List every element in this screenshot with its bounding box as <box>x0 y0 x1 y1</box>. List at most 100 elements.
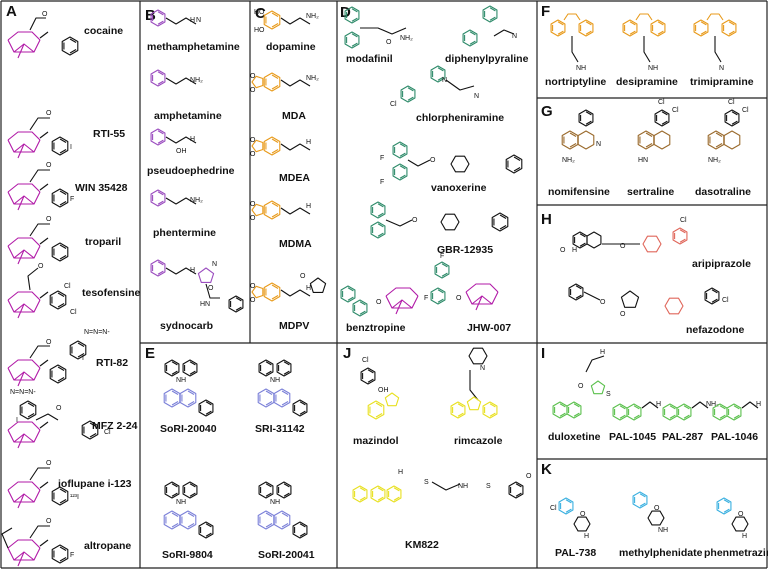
svg-text:O: O <box>620 243 626 250</box>
svg-text:O: O <box>412 217 418 224</box>
svg-text:Cl: Cl <box>64 283 71 290</box>
molecule-d-diphenylpyraline: N <box>493 29 517 40</box>
svg-text:NH: NH <box>458 483 468 490</box>
svg-text:Cl: Cl <box>722 297 729 304</box>
svg-text:NH₂: NH₂ <box>708 157 721 164</box>
svg-text:O: O <box>250 151 256 158</box>
svg-text:O: O <box>738 511 744 518</box>
molecule-f-0: NH <box>550 13 594 72</box>
svg-text:Cl: Cl <box>104 429 111 436</box>
label-sori-9804: SoRI-9804 <box>162 549 213 561</box>
panel-letter-a: A <box>6 3 17 20</box>
label-mdea: MDEA <box>279 172 310 184</box>
svg-text:Cl: Cl <box>742 107 749 114</box>
label-modafinil: modafinil <box>346 53 393 65</box>
molecule-c-3: OO H <box>250 200 311 222</box>
svg-text:H: H <box>584 533 589 540</box>
svg-text:N: N <box>512 33 517 40</box>
label-desipramine: desipramine <box>616 76 678 88</box>
svg-text:O: O <box>300 273 306 280</box>
svg-text:H: H <box>600 349 605 356</box>
label-mfz-2-24: MFZ 2-24 <box>92 420 138 432</box>
label-benztropine: benztropine <box>346 322 406 334</box>
molecule-b-3: NH₂ <box>150 189 203 207</box>
molecule-e-2: NH <box>163 481 214 539</box>
molecule-a-1: OI <box>7 110 72 159</box>
label-nortriptyline: nortriptyline <box>545 76 607 88</box>
panel-letter-g: G <box>541 103 553 120</box>
panel-letter-h: H <box>541 211 552 228</box>
molecule-i-pal-2: H <box>712 401 761 421</box>
svg-text:Cl: Cl <box>390 101 397 108</box>
label-vanoxerine: vanoxerine <box>431 182 487 194</box>
label-win-35428: WIN 35428 <box>75 182 128 194</box>
svg-text:O: O <box>250 201 256 208</box>
label-tesofensine: tesofensine <box>82 287 141 299</box>
svg-text:I: I <box>70 144 72 151</box>
label-aripiprazole: aripiprazole <box>692 258 751 270</box>
molecule-k-1: ONH <box>632 491 668 534</box>
label-cocaine: cocaine <box>84 25 124 37</box>
svg-text:O: O <box>578 383 584 390</box>
svg-text:O: O <box>654 505 660 512</box>
panel-letter-c: C <box>255 5 266 22</box>
svg-text:HN: HN <box>200 301 210 308</box>
svg-text:F: F <box>70 552 74 559</box>
label-chlorpheniramine: chlorpheniramine <box>416 112 505 124</box>
label-pal-738: PAL-738 <box>555 547 597 559</box>
panel-letter-k: K <box>541 461 552 478</box>
svg-text:F: F <box>440 253 444 260</box>
label-mdpv: MDPV <box>279 320 310 332</box>
svg-text:N=N=N-: N=N=N- <box>84 329 110 336</box>
molecule-f-2: N <box>693 13 737 72</box>
svg-text:N: N <box>596 141 601 148</box>
panel-letter-i: I <box>541 345 546 362</box>
svg-text:HO: HO <box>254 27 265 34</box>
svg-text:I: I <box>82 355 84 362</box>
svg-text:H: H <box>306 203 311 210</box>
label-sertraline: sertraline <box>627 186 675 198</box>
svg-text:N: N <box>480 365 485 372</box>
molecule-f-1: NH <box>622 13 666 72</box>
label-pseudoephedrine: pseudoephedrine <box>147 165 235 177</box>
svg-text:O: O <box>250 215 256 222</box>
label-altropane: altropane <box>84 540 132 552</box>
svg-text:Cl: Cl <box>70 309 77 316</box>
panel-letter-f: F <box>541 3 551 20</box>
label-nomifensine: nomifensine <box>548 186 610 198</box>
svg-text:O: O <box>46 339 52 346</box>
svg-text:HN: HN <box>638 157 648 164</box>
svg-text:Cl: Cl <box>728 99 735 106</box>
molecule-d-vanoxerine: FFO <box>380 141 523 186</box>
svg-text:F: F <box>380 179 384 186</box>
label-jhw-007: JHW-007 <box>467 322 512 334</box>
svg-text:S: S <box>486 483 491 490</box>
label-ioflupane: ioflupane i-123 <box>58 478 132 490</box>
molecule-d-benztropine: O <box>340 285 419 317</box>
svg-text:NH₂: NH₂ <box>306 13 319 20</box>
svg-text:O: O <box>46 162 52 169</box>
label-trimipramine: trimipramine <box>690 76 754 88</box>
label-methamphetamine: methamphetamine <box>147 41 240 53</box>
svg-text:O: O <box>620 311 626 318</box>
svg-text:O: O <box>250 87 256 94</box>
svg-text:H: H <box>656 401 661 408</box>
label-dopamine: dopamine <box>266 41 316 53</box>
label-mazindol: mazindol <box>353 435 399 447</box>
svg-text:F: F <box>70 196 74 203</box>
svg-text:NH: NH <box>576 65 586 72</box>
svg-text:OH: OH <box>378 387 389 394</box>
label-diphenylpyraline: diphenylpyraline <box>445 53 529 65</box>
